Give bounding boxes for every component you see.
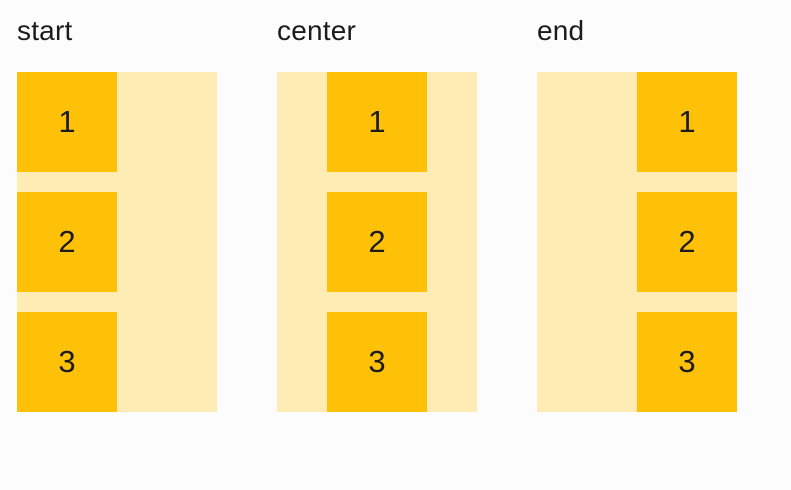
demo-item: 1: [17, 72, 117, 172]
demo-container-center: 1 2 3: [277, 72, 477, 412]
demo-group-start: start 1 2 3: [17, 14, 217, 412]
alignment-label-start: start: [17, 15, 73, 46]
demo-group-end: end 1 2 3: [537, 14, 737, 412]
demo-container-end: 1 2 3: [537, 72, 737, 412]
alignment-demo-row: start 1 2 3 center 1 2 3 end 1 2 3: [17, 14, 737, 412]
demo-item: 2: [17, 192, 117, 292]
demo-item: 1: [637, 72, 737, 172]
demo-item: 1: [327, 72, 427, 172]
demo-item: 2: [327, 192, 427, 292]
demo-container-start: 1 2 3: [17, 72, 217, 412]
demo-item: 2: [637, 192, 737, 292]
demo-group-center: center 1 2 3: [277, 14, 477, 412]
alignment-label-end: end: [537, 15, 585, 46]
demo-item: 3: [327, 312, 427, 412]
alignment-label-center: center: [277, 15, 357, 46]
demo-item: 3: [17, 312, 117, 412]
demo-item: 3: [637, 312, 737, 412]
